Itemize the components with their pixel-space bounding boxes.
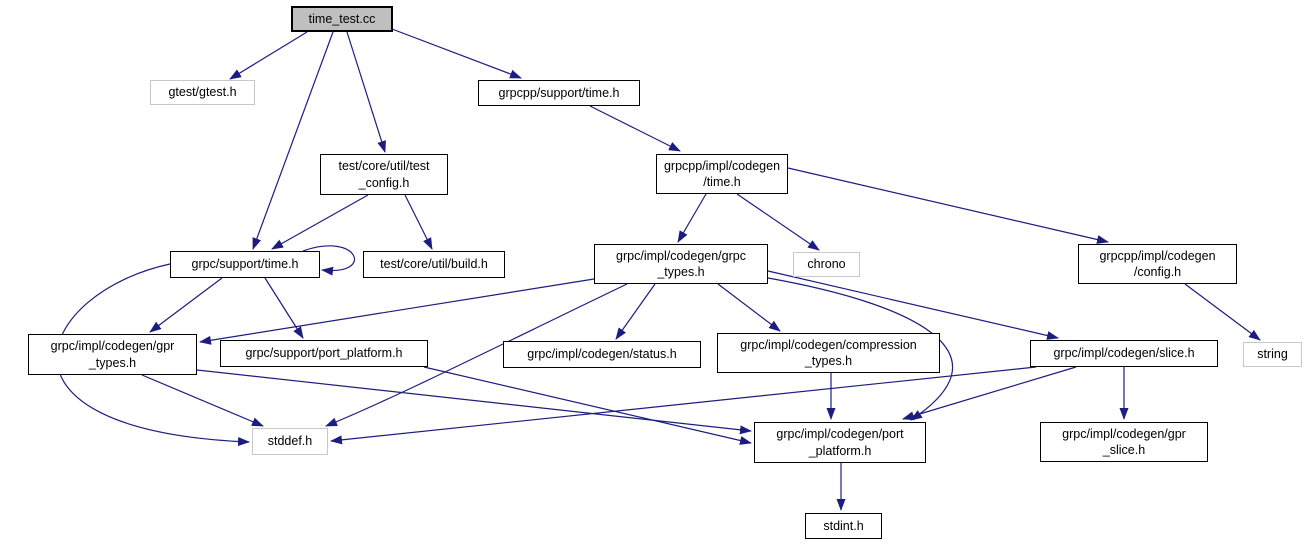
node-label: grpc/impl/codegen/slice.h <box>1053 346 1195 361</box>
node-grpc_impl_codegen_gpr_types_h[interactable]: grpc/impl/codegen/gpr_types.h <box>28 334 197 375</box>
node-label: grpc/support/port_platform.h <box>245 346 403 361</box>
node-label: /time.h <box>703 175 741 189</box>
node-gtest_gtest_h: gtest/gtest.h <box>150 80 255 105</box>
edge-test_core_util_test_config_h--grpc_support_time_h <box>271 194 369 250</box>
node-label: grpc/impl/codegen/grpc <box>616 248 746 263</box>
node-label: string <box>1257 347 1288 362</box>
edge-grpc_impl_codegen_grpc_types_h--grpc_impl_codegen_status_h <box>615 283 656 340</box>
node-label: grpc/impl/codegen/compression <box>740 337 917 352</box>
node-label: grpc/impl/codegen/status.h <box>527 347 677 362</box>
node-string: string <box>1243 342 1302 367</box>
node-label: gtest/gtest.h <box>168 85 237 100</box>
node-label: test/core/util/test <box>338 159 430 174</box>
edge-grpc_impl_codegen_grpc_types_h--grpc_impl_codegen_slice_h <box>767 270 1059 340</box>
edge-grpcpp_impl_codegen_time_h--grpcpp_impl_codegen_config_h <box>787 167 1109 244</box>
node-label: grpc/impl/codegen/port <box>776 427 904 442</box>
edge-grpc_impl_codegen_gpr_types_h--grpc_impl_codegen_port_platform_h <box>196 369 752 435</box>
edge-time_test_cc--grpc_support_time_h <box>252 31 334 250</box>
node-label: grpc/support/time.h <box>191 257 299 272</box>
edge-grpcpp_impl_codegen_time_h--chrono <box>736 193 820 251</box>
edge-test_core_util_test_config_h--test_core_util_build_h <box>404 194 433 250</box>
node-label: stdint.h <box>823 518 864 533</box>
node-label: grpc/impl/codegen/gpr <box>1062 426 1186 441</box>
node-grpc_impl_codegen_gpr_slice_h[interactable]: grpc/impl/codegen/gpr _slice.h <box>1040 422 1208 462</box>
node-label: stddef.h <box>267 434 313 449</box>
node-label: chrono <box>807 257 846 272</box>
node-label: _config.h <box>358 175 410 190</box>
edge-grpc_impl_codegen_slice_h--stddef_h <box>330 366 1037 445</box>
node-label: time_test.cc <box>308 11 376 26</box>
node-label: grpc/impl/codegen/gpr <box>50 339 175 354</box>
edge-time_test_cc--grpcpp_support_time_h <box>391 28 522 79</box>
node-label: _types.h <box>88 355 137 370</box>
node-label: _types.h <box>804 354 853 368</box>
node-label: /config.h <box>1133 265 1182 279</box>
edge-grpc_support_time_h--grpc_support_time_h <box>302 245 355 276</box>
node-stdint_h[interactable]: stdint.h <box>805 513 882 539</box>
edge-grpc_impl_codegen_slice_h--grpc_impl_codegen_port_platform_h <box>902 366 1077 421</box>
node-stddef_h: stddef.h <box>252 428 328 455</box>
edge-time_test_cc--test_core_util_test_config_h <box>346 31 386 153</box>
edge-grpc_impl_codegen_grpc_types_h--stddef_h <box>325 283 628 427</box>
node-label: grpcpp/impl/codegen <box>1099 248 1216 263</box>
node-grpc_impl_codegen_status_h[interactable]: grpc/impl/codegen/status.h <box>503 341 701 368</box>
edge-grpc_impl_codegen_grpc_types_h--grpc_impl_codegen_compression_types_h <box>717 283 781 332</box>
node-test_core_util_test_config_h[interactable]: test/core/util/test_config.h <box>320 154 448 195</box>
node-grpc_impl_codegen_port_platform_h[interactable]: grpc/impl/codegen/port_platform.h <box>754 422 926 463</box>
edge-grpcpp_impl_codegen_config_h--string <box>1184 283 1261 341</box>
node-grpcpp_impl_codegen_time_h[interactable]: grpcpp/impl/codegen/time.h <box>656 154 788 194</box>
node-label: _slice.h <box>1102 443 1146 457</box>
node-grpcpp_impl_codegen_config_h[interactable]: grpcpp/impl/codegen/config.h <box>1078 244 1237 284</box>
edge-grpc_impl_codegen_grpc_types_h--grpc_impl_codegen_gpr_types_h <box>199 278 595 345</box>
node-label: _types.h <box>657 265 705 279</box>
edge-grpc_impl_codegen_gpr_types_h--stddef_h <box>141 374 264 427</box>
edge-time_test_cc--gtest_gtest_h <box>229 31 308 80</box>
edge-grpcpp_impl_codegen_time_h--grpc_impl_codegen_grpc_types_h <box>677 193 707 243</box>
node-label: grpcpp/support/time.h <box>498 85 620 100</box>
node-grpcpp_support_time_h[interactable]: grpcpp/support/time.h <box>478 80 640 106</box>
node-label: _platform.h <box>808 443 872 458</box>
edge-grpc_support_time_h--grpc_impl_codegen_gpr_types_h <box>149 277 223 333</box>
node-grpc_support_time_h[interactable]: grpc/support/time.h <box>170 251 320 278</box>
edge-grpc_support_time_h--grpc_support_port_platform_h <box>264 277 304 339</box>
edge-grpc_support_port_platform_h--grpc_impl_codegen_port_platform_h <box>423 366 752 445</box>
node-chrono: chrono <box>793 252 860 277</box>
node-grpc_impl_codegen_slice_h[interactable]: grpc/impl/codegen/slice.h <box>1030 340 1218 367</box>
node-grpc_impl_codegen_grpc_types_h[interactable]: grpc/impl/codegen/grpc _types.h <box>594 244 768 284</box>
node-test_core_util_build_h[interactable]: test/core/util/build.h <box>363 251 505 278</box>
node-time_test_cc: time_test.cc <box>291 6 393 32</box>
node-label: test/core/util/build.h <box>380 257 488 272</box>
node-label: grpcpp/impl/codegen <box>663 158 781 173</box>
node-grpc_impl_codegen_compression_types_h[interactable]: grpc/impl/codegen/compression _types.h <box>717 333 940 373</box>
edge-grpcpp_support_time_h--grpcpp_impl_codegen_time_h <box>589 105 681 152</box>
node-grpc_support_port_platform_h[interactable]: grpc/support/port_platform.h <box>220 340 428 367</box>
